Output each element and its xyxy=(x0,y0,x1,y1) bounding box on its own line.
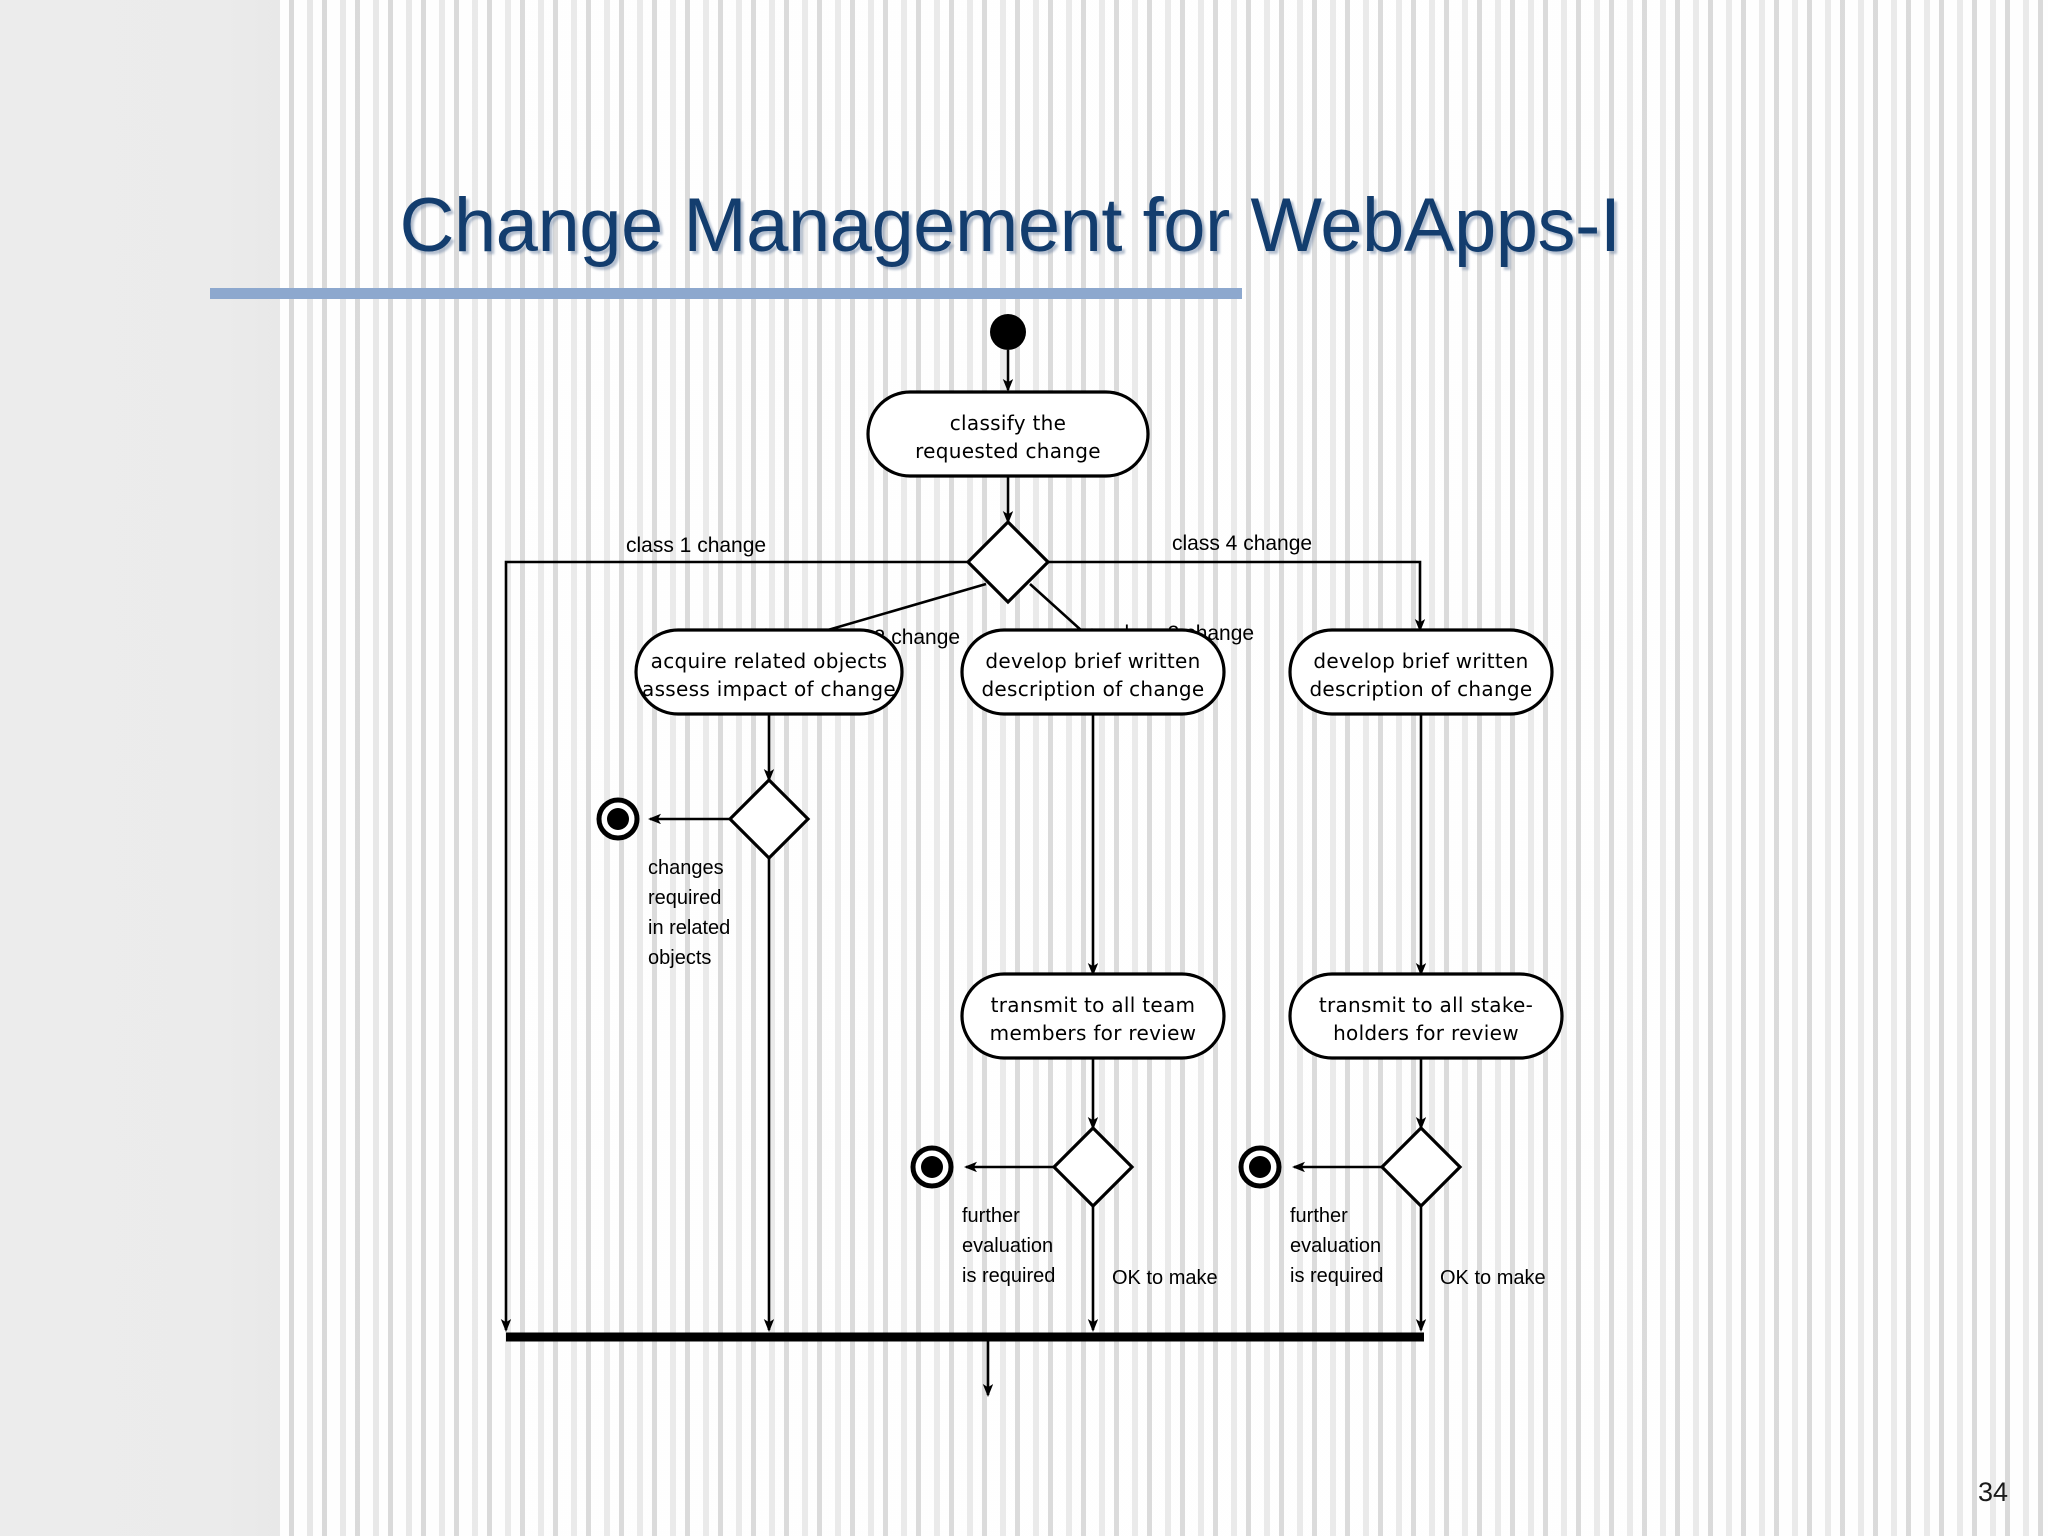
guard-further-eval-middle-line-1: further xyxy=(962,1205,1020,1227)
activity-transmit-stakeholders-line-1: transmit to all stake- xyxy=(1319,993,1533,1017)
guard-further-eval-right-line-2: evaluation xyxy=(1290,1235,1381,1257)
activity-transmit-stakeholders-line-2: holders for review xyxy=(1333,1021,1519,1045)
activity-develop-right-line-1: develop brief written xyxy=(1313,649,1528,673)
guard-further-eval-middle-line-3: is required xyxy=(962,1265,1055,1287)
edge-label-class-1: class 1 change xyxy=(626,534,766,557)
guard-changes-required-line-4: objects xyxy=(648,947,711,969)
activity-develop-right: develop brief written description of cha… xyxy=(1288,628,1554,716)
guard-ok-to-make-middle: OK to make xyxy=(1112,1267,1218,1289)
decision-further-evaluation-middle xyxy=(1051,1125,1135,1209)
activity-develop-middle-line-1: develop brief written xyxy=(985,649,1200,673)
activity-acquire: acquire related objects assess impact of… xyxy=(634,628,904,716)
page-title: Change Management for WebApps-I xyxy=(399,183,1621,268)
activity-acquire-line-2: assess impact of change xyxy=(642,677,896,701)
slide-striped-background xyxy=(280,0,2048,1536)
edge-label-class-4: class 4 change xyxy=(1172,532,1312,555)
activity-transmit-stakeholders: transmit to all stake- holders for revie… xyxy=(1288,972,1564,1060)
activity-diagram: classify the requested change class 1 ch… xyxy=(0,300,2048,1420)
activity-develop-middle-line-2: description of change xyxy=(981,677,1204,701)
guard-changes-required-line-1: changes xyxy=(648,857,724,879)
activity-acquire-line-1: acquire related objects xyxy=(651,649,888,673)
guard-changes-required: changes required in related objects xyxy=(648,857,730,969)
end-node-middle xyxy=(910,1145,954,1189)
end-node-right xyxy=(1238,1145,1282,1189)
activity-develop-right-line-2: description of change xyxy=(1309,677,1532,701)
activity-classify-line-1: classify the xyxy=(950,411,1067,435)
slide-left-margin xyxy=(0,0,282,1536)
guard-further-evaluation-middle: further evaluation is required xyxy=(962,1205,1055,1287)
guard-further-eval-right-line-3: is required xyxy=(1290,1265,1383,1287)
flow-class-4 xyxy=(1048,560,1426,632)
activity-transmit-team: transmit to all team members for review xyxy=(960,972,1226,1060)
guard-changes-required-line-2: required xyxy=(648,887,721,909)
initial-node xyxy=(990,314,1026,350)
guard-further-evaluation-right: further evaluation is required xyxy=(1290,1205,1383,1287)
activity-classify-line-2: requested change xyxy=(915,439,1101,463)
guard-ok-to-make-right: OK to make xyxy=(1440,1267,1546,1289)
title-underline-rule xyxy=(210,288,1242,299)
activity-classify: classify the requested change xyxy=(866,390,1150,478)
activity-develop-middle: develop brief written description of cha… xyxy=(960,628,1226,716)
decision-changes-required xyxy=(727,777,811,861)
guard-further-eval-middle-line-2: evaluation xyxy=(962,1235,1053,1257)
guard-further-eval-right-line-1: further xyxy=(1290,1205,1348,1227)
guard-changes-required-line-3: in related xyxy=(648,917,730,939)
activity-transmit-team-line-1: transmit to all team xyxy=(991,993,1196,1017)
page-number: 34 xyxy=(1977,1477,2008,1507)
decision-classify-branch xyxy=(965,519,1051,605)
flow-class-1 xyxy=(500,560,968,1332)
end-node-left xyxy=(596,797,640,841)
activity-transmit-team-line-2: members for review xyxy=(990,1021,1197,1045)
decision-further-evaluation-right xyxy=(1379,1125,1463,1209)
